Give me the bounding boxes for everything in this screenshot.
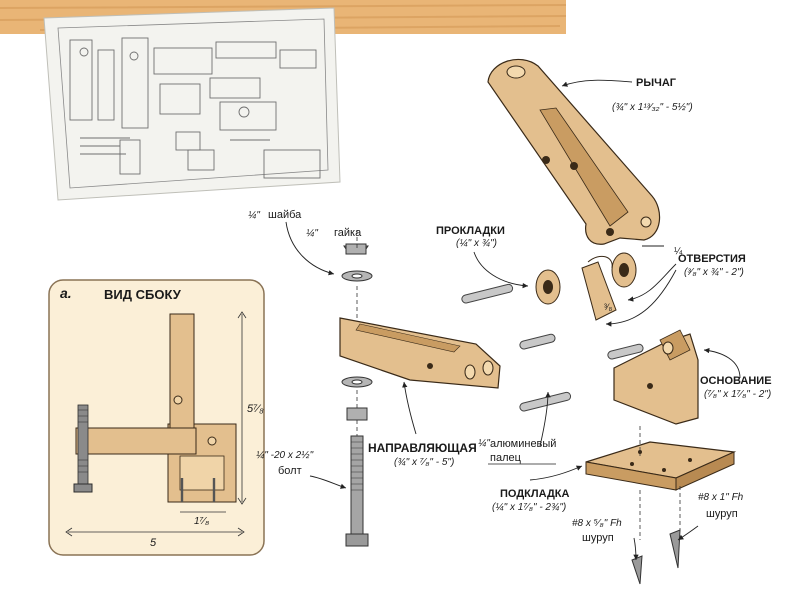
holes-name: ОТВЕРСТИЯ — [678, 253, 746, 265]
pins — [461, 283, 644, 412]
screw2-size: #8 x 1" Fh — [698, 492, 744, 503]
leader-lines — [285, 79, 741, 561]
spacers-size: (¼" x ¾") — [456, 237, 497, 249]
dim-width: 5 — [150, 537, 157, 549]
dim-height: 5⁷⁄₈ — [247, 403, 264, 415]
lever-size: (¾" x 1¹³⁄₃₂" - 5½") — [612, 102, 693, 113]
washer-size: ¼" — [248, 209, 260, 221]
side-view-title: ВИД СБОКУ — [104, 287, 182, 302]
base-name: ОСНОВАНИЕ — [700, 375, 772, 387]
nut-name: гайка — [334, 227, 362, 239]
guide-name: НАПРАВЛЯЮЩАЯ — [368, 441, 477, 455]
pad-name: ПОДКЛАДКА — [500, 488, 569, 500]
side-view-panel: a. ВИД СБОКУ 5⁷⁄₈ 5 1⁷⁄₈ — [48, 279, 265, 556]
washer-name: шайба — [268, 209, 302, 221]
holes-size: (³⁄₈" x ¾" - 2") — [684, 267, 744, 278]
part-labels: РЫЧАГ (¾" x 1¹³⁄₃₂" - 5½") ПРОКЛАДКИ (¼"… — [248, 77, 772, 544]
spacer-dim: ³⁄₈ — [604, 302, 613, 312]
pad-size: (¼" x 1⁷⁄₈" - 2¾") — [492, 501, 566, 513]
pin-size: ¼" — [478, 437, 490, 449]
pad-part — [585, 441, 737, 491]
base-size: (⁷⁄₈" x 1⁷⁄₈" - 2") — [704, 389, 771, 400]
spacer-part — [535, 252, 637, 321]
bolt-size: ¼" -20 x 2½" — [256, 449, 314, 461]
paper-plan-sheet — [43, 7, 341, 201]
pin-name-2: палец — [490, 452, 522, 464]
screw1-name: шуруп — [582, 532, 614, 544]
lever-name: РЫЧАГ — [636, 77, 677, 89]
screw1-size: #8 x ⁵⁄₈" Fh — [572, 518, 622, 529]
base-part — [613, 329, 699, 425]
guide-part — [339, 317, 501, 389]
nut-size: ¼" — [306, 227, 318, 239]
side-view-letter: a. — [60, 285, 72, 301]
guide-size: (¾" x ⁷⁄₈" - 5") — [394, 457, 454, 468]
hardware — [341, 230, 681, 585]
bolt-name: болт — [278, 465, 302, 477]
screw2-name: шуруп — [706, 508, 738, 520]
gap-mark: ¼ — [674, 245, 683, 257]
spacers-name: ПРОКЛАДКИ — [436, 225, 505, 237]
pin-name-1: алюминевый — [490, 438, 556, 450]
lever-part — [487, 58, 664, 247]
dim-small: 1⁷⁄₈ — [194, 516, 209, 527]
